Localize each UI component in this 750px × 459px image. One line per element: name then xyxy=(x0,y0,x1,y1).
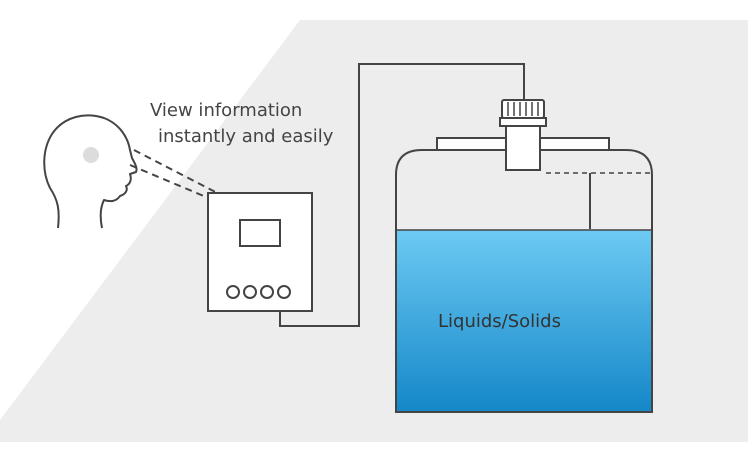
liquid-fill xyxy=(396,230,652,412)
caption-line-2: instantly and easily xyxy=(158,126,334,147)
controller-button-4 xyxy=(277,285,291,299)
tank xyxy=(395,137,653,413)
head-spot xyxy=(83,147,99,163)
controller-button-3 xyxy=(260,285,274,299)
tank-content-label: Liquids/Solids xyxy=(438,311,561,332)
tank-outline xyxy=(395,149,653,413)
controller-display-icon xyxy=(207,192,313,312)
caption-text: View information instantly and easily xyxy=(150,98,350,150)
controller-body xyxy=(207,192,313,312)
sensor-collar xyxy=(499,117,547,127)
person-head-icon xyxy=(43,114,138,229)
controller-button-1 xyxy=(226,285,240,299)
sensor-body xyxy=(505,125,541,171)
signal-cable xyxy=(279,63,525,327)
ultrasonic-sensor-icon xyxy=(499,99,547,171)
controller-screen xyxy=(239,219,281,247)
controller-button-2 xyxy=(243,285,257,299)
caption-line-1: View information xyxy=(150,100,303,121)
